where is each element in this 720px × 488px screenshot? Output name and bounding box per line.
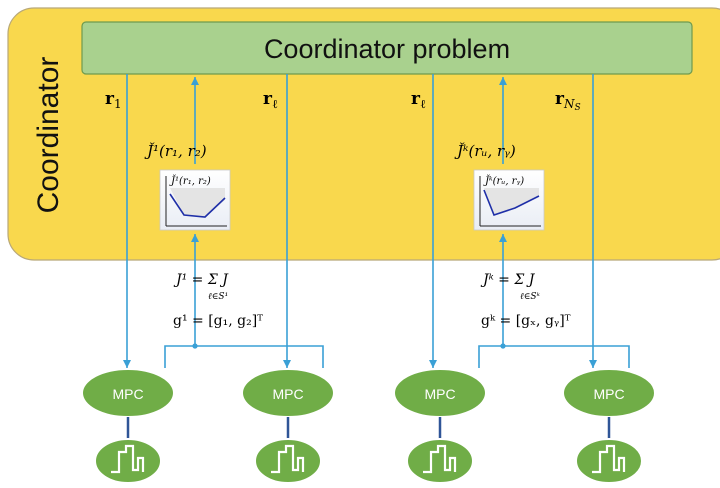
coordinator-problem-box[interactable] (81, 21, 693, 75)
cost-curve-left (169, 193, 226, 218)
label-rNs: rNS (555, 89, 581, 113)
bracket-left (164, 345, 324, 368)
sum-left: J¹ = Σ J (173, 272, 229, 288)
step-signal-icon (592, 444, 626, 474)
gradient-right: gᵏ = [gₓ, gᵧ]ᵀ (481, 313, 571, 329)
mpc-node-label: MPC (272, 386, 303, 402)
mpc-node-4[interactable]: MPC (562, 368, 656, 418)
mpc-node-label: MPC (424, 386, 455, 402)
cost-plot-right: J̌ᵏ(rᵤ, rᵧ) (473, 169, 545, 231)
cost-plot-left: J̌¹(r₁, r₂) (159, 169, 231, 231)
coordinator-problem-title: Coordinator problem (264, 34, 510, 64)
sum-right-index: ℓ∈Sᵏ (520, 292, 541, 302)
bracket-right (478, 345, 630, 368)
cost-plot-right-label: J̌ᵏ(rᵤ, rᵧ) (483, 175, 524, 187)
coordinator-label: Coordinator (32, 57, 65, 214)
cost-plot-left-label: J̌¹(r₁, r₂) (169, 175, 211, 187)
mpc-node-3[interactable]: MPC (393, 368, 487, 418)
sum-left-index: ℓ∈S¹ (208, 292, 228, 302)
plant-node-4[interactable] (575, 438, 643, 484)
plant-node-3[interactable] (406, 438, 474, 484)
gradient-left: g¹ = [g₁, g₂]ᵀ (173, 313, 263, 329)
mpc-node-2[interactable]: MPC (241, 368, 335, 418)
mpc-node-label: MPC (112, 386, 143, 402)
mpc-node-label: MPC (593, 386, 624, 402)
label-rl-left: rℓ (263, 89, 278, 111)
label-rl-right: rℓ (411, 89, 426, 111)
step-signal-icon (271, 444, 305, 474)
mpc-node-1[interactable]: MPC (81, 368, 175, 418)
cost-curve-right (483, 189, 540, 216)
junction-right (500, 343, 506, 349)
sum-right: Jᵏ = Σ J (480, 272, 536, 288)
step-signal-icon (111, 444, 145, 474)
label-r1: r1 (105, 89, 122, 111)
plant-node-2[interactable] (254, 438, 322, 484)
cost-left-label: J̌¹(r₁, r₂) (144, 142, 207, 160)
plant-node-1[interactable] (94, 438, 162, 484)
junction-left (192, 343, 198, 349)
cost-right-label: J̌ᵏ(rᵤ, rᵧ) (454, 142, 516, 160)
step-signal-icon (423, 444, 457, 474)
